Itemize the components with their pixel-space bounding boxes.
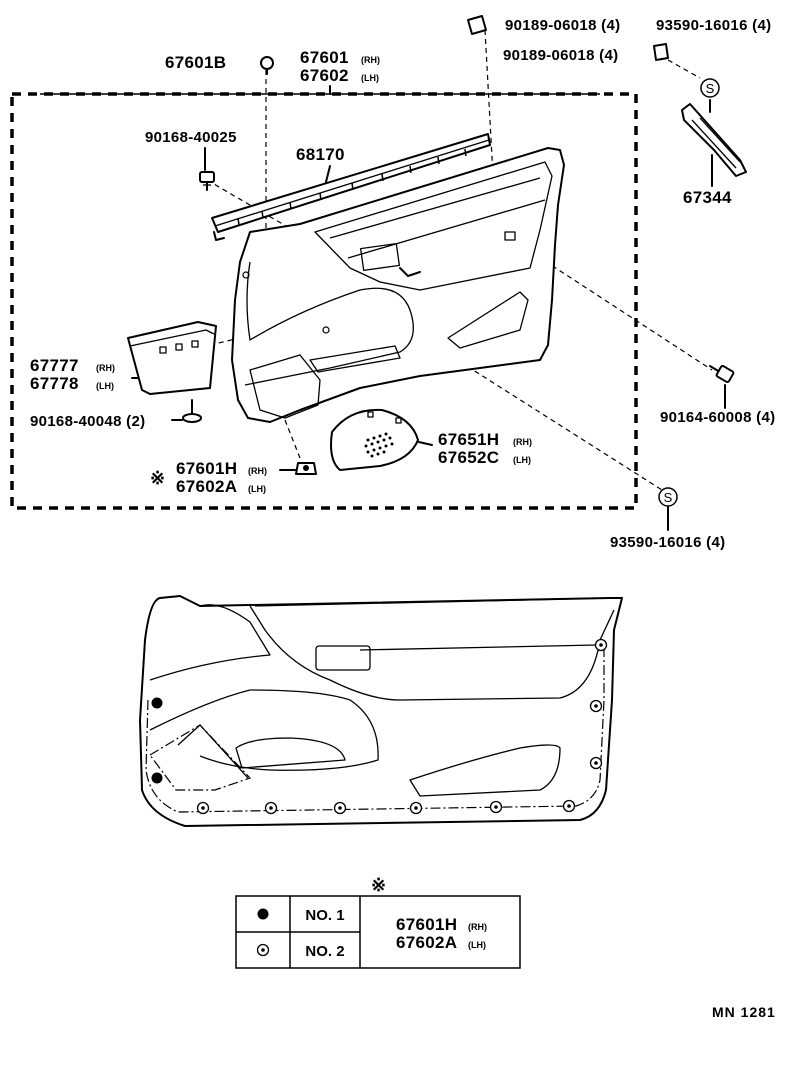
label-67651h: 67651H [438,430,499,449]
label-90189-a: 90189-06018 (4) [505,17,620,34]
clip-67601b [260,56,274,75]
weatherstrip-68170 [211,133,491,241]
speaker-grille-67651h [330,408,419,471]
label-67602: 67602 [300,66,349,85]
legend-part-lh: 67602A [396,933,457,952]
svg-text:(RH): (RH) [468,922,487,932]
asterisk-mark: ※ [150,468,165,488]
table-asterisk: ※ [371,875,386,895]
label-67652c: 67652C [438,448,499,467]
legend-row1-label: NO. 1 [305,907,344,924]
screw-90164 [709,365,735,383]
legend-row2-label: NO. 2 [305,943,344,960]
door-trim-panel [231,147,565,423]
svg-text:(LH): (LH) [96,381,114,391]
label-90168-40025: 90168-40025 [145,129,237,146]
svg-text:(LH): (LH) [361,73,379,83]
part-labels: 67601B 67601 (RH) 67602 (LH) 90189-06018… [30,17,775,551]
svg-text:(RH): (RH) [96,363,115,373]
svg-text:S: S [706,81,715,96]
label-67601b: 67601B [165,53,226,72]
label-67777: 67777 [30,356,79,375]
s-mark-top: S [700,78,720,98]
svg-text:S: S [664,490,673,505]
legend-part-rh: 67601H [396,915,457,934]
label-67344: 67344 [683,188,732,207]
clip-legend-table: ※ NO. 1 NO. 2 67601H (RH) 67602A (LH) [235,875,521,969]
s-mark-bottom: S [658,487,678,507]
label-90189-b: 90189-06018 (4) [503,47,618,64]
clip-no1-marker [151,697,163,709]
door-pocket-67777 [127,321,217,395]
svg-text:(RH): (RH) [248,466,267,476]
svg-text:(LH): (LH) [468,940,486,950]
label-67602a: 67602A [176,477,237,496]
svg-text:(RH): (RH) [361,55,380,65]
legend-no1-symbol [257,908,269,920]
label-90168-40048: 90168-40048 (2) [30,413,145,430]
label-67778: 67778 [30,374,79,393]
svg-text:(RH): (RH) [513,437,532,447]
clip-no1-marker [151,772,163,784]
screw-90168-40048 [182,399,202,423]
clip-90189-upper [467,15,487,35]
label-93590-top: 93590-16016 (4) [656,17,771,34]
screw-90168-40025 [199,171,215,191]
label-67601: 67601 [300,48,349,67]
label-93590-bottom: 93590-16016 (4) [610,534,725,551]
label-68170: 68170 [296,145,345,164]
label-67601h: 67601H [176,459,237,478]
diagram-code: MN 1281 [712,1004,776,1020]
svg-text:(LH): (LH) [513,455,531,465]
panel-back-view [139,595,623,827]
clip-67601h [295,462,317,475]
armrest-67344 [681,103,747,177]
label-90164: 90164-60008 (4) [660,409,775,426]
svg-text:(LH): (LH) [248,484,266,494]
clip-90189-lower [653,43,669,61]
